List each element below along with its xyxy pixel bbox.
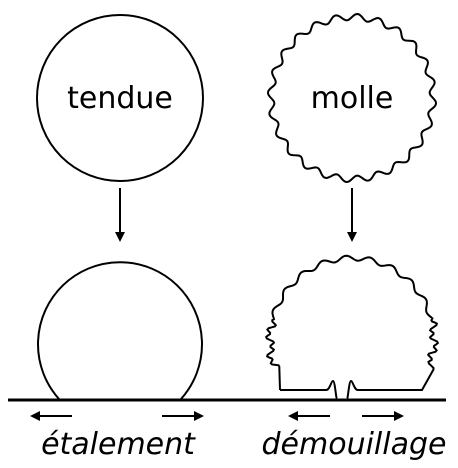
dewetting-caption: démouillage <box>262 427 447 462</box>
soft-adhered-vesicle <box>264 254 440 400</box>
tense-adhered-vesicle <box>37 261 203 400</box>
spreading-caption: étalement <box>41 427 196 462</box>
soft-label: molle <box>311 81 394 116</box>
tense-label: tendue <box>67 81 173 116</box>
tense-vesicle-circle <box>36 14 204 182</box>
soft-vesicle-outline <box>267 13 437 183</box>
